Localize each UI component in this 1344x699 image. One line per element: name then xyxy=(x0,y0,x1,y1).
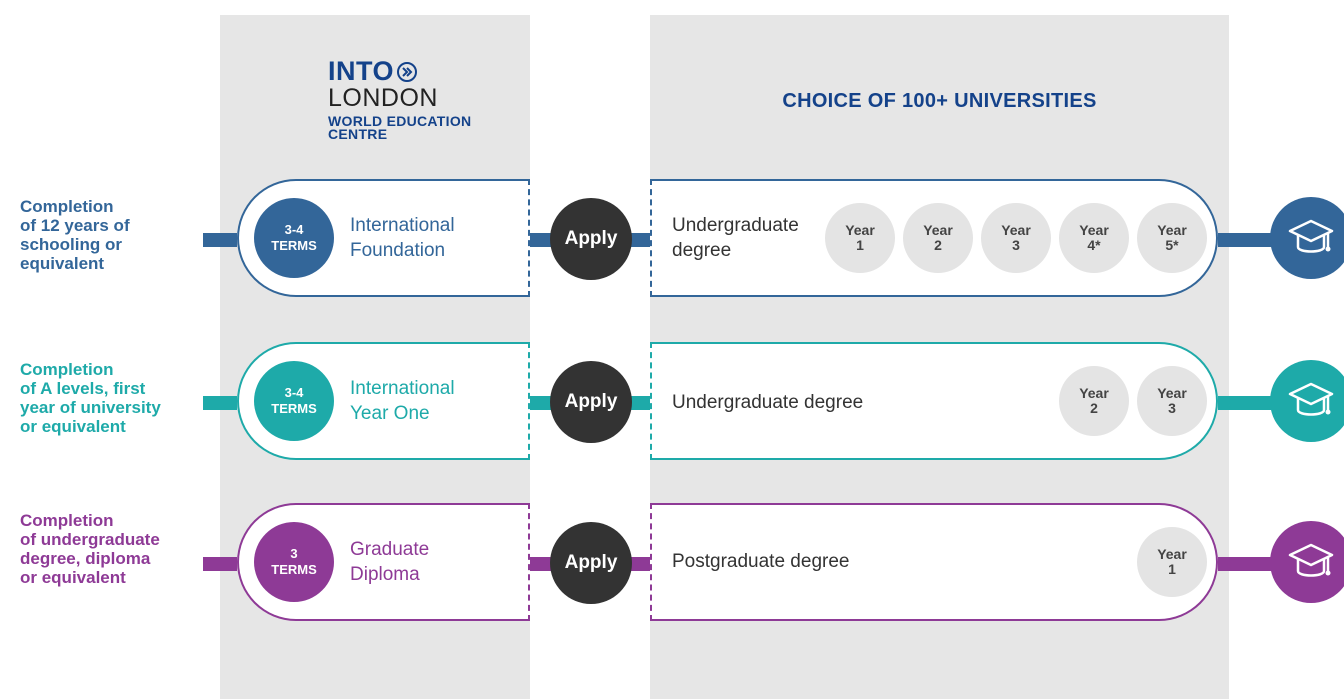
year-number: 5* xyxy=(1165,237,1179,253)
requirement-line: or equivalent xyxy=(20,568,126,587)
graduation-cap-icon xyxy=(1270,360,1344,442)
pathway-row-foundation: Completion of 12 years of schooling or e… xyxy=(0,179,1344,301)
year-label: Year xyxy=(1157,222,1187,238)
terms-label: TERMS xyxy=(271,562,317,577)
logo-sub-line1: WORLD EDUCATION xyxy=(328,113,472,129)
entry-requirement: Completion of A levels, first year of un… xyxy=(20,360,200,436)
pathway-row-year-one: Completion of A levels, first year of un… xyxy=(0,342,1344,464)
into-london-logo: INTO LONDON WORLD EDUCATION CENTRE xyxy=(328,56,472,142)
connector-line xyxy=(530,396,552,410)
year-label: Year xyxy=(845,222,875,238)
requirement-line: equivalent xyxy=(20,254,105,273)
connector-line xyxy=(1218,396,1272,410)
connector-line xyxy=(1218,233,1272,247)
connector-line xyxy=(203,233,237,247)
connector-line xyxy=(630,557,652,571)
degree-pill xyxy=(650,503,1218,621)
degree-name: Undergraduate degree xyxy=(672,390,863,415)
year-number: 1 xyxy=(1168,561,1176,577)
pathway-row-graduate-diploma: Completion of undergraduate degree, dipl… xyxy=(0,503,1344,625)
logo-sub-line2: CENTRE xyxy=(328,126,388,142)
program-line: Graduate xyxy=(350,539,430,560)
terms-badge: 3-4 TERMS xyxy=(254,198,334,278)
requirement-line: of A levels, first xyxy=(20,379,146,398)
requirement-line: Completion xyxy=(20,360,114,379)
year-label: Year xyxy=(1157,546,1187,562)
year-number: 3 xyxy=(1012,237,1020,253)
year-label: Year xyxy=(1079,222,1109,238)
program-name: Graduate Diploma xyxy=(350,537,429,587)
graduation-cap-icon xyxy=(1270,197,1344,279)
connector-line xyxy=(1218,557,1272,571)
requirement-line: Completion xyxy=(20,197,114,216)
program-name: International Year One xyxy=(350,376,455,426)
apply-button[interactable]: Apply xyxy=(550,522,632,604)
terms-label: TERMS xyxy=(271,401,317,416)
connector-line xyxy=(630,396,652,410)
requirement-line: of 12 years of xyxy=(20,216,130,235)
connector-line xyxy=(530,233,552,247)
degree-name: Postgraduate degree xyxy=(672,549,849,574)
terms-value: 3-4 xyxy=(284,385,304,400)
apply-button[interactable]: Apply xyxy=(550,198,632,280)
degree-line: Undergraduate degree xyxy=(672,392,864,413)
requirement-line: Completion xyxy=(20,511,114,530)
connector-line xyxy=(530,557,552,571)
logo-city: LONDON xyxy=(328,84,438,112)
year-label: Year xyxy=(1079,385,1109,401)
program-name: International Foundation xyxy=(350,213,455,263)
requirement-line: of undergraduate xyxy=(20,530,160,549)
program-line: Year One xyxy=(350,403,430,424)
connector-line xyxy=(203,557,237,571)
logo-sub: WORLD EDUCATION CENTRE xyxy=(328,113,472,142)
graduation-cap-icon xyxy=(1270,521,1344,603)
entry-requirement: Completion of undergraduate degree, dipl… xyxy=(20,511,200,587)
year-label: Year xyxy=(1001,222,1031,238)
terms-value: 3-4 xyxy=(284,222,304,237)
requirement-line: year of university xyxy=(20,398,161,417)
connector-line xyxy=(203,396,237,410)
connector-line xyxy=(630,233,652,247)
year-label: Year xyxy=(1157,385,1187,401)
choice-title: CHOICE OF 100+ UNIVERSITIES xyxy=(782,90,1097,112)
double-chevron-icon xyxy=(397,61,418,82)
year-number: 4* xyxy=(1087,237,1101,253)
terms-badge: 3-4 TERMS xyxy=(254,361,334,441)
requirement-line: schooling or xyxy=(20,235,122,254)
year-number: 2 xyxy=(1090,400,1098,416)
requirement-line: degree, diploma xyxy=(20,549,151,568)
requirement-line: or equivalent xyxy=(20,417,126,436)
terms-label: TERMS xyxy=(271,238,317,253)
apply-button[interactable]: Apply xyxy=(550,361,632,443)
program-line: Foundation xyxy=(350,240,446,261)
logo-brand: INTO xyxy=(328,56,395,86)
year-number: 3 xyxy=(1168,400,1176,416)
year-number: 2 xyxy=(934,237,942,253)
entry-requirement: Completion of 12 years of schooling or e… xyxy=(20,197,200,273)
terms-badge: 3 TERMS xyxy=(254,522,334,602)
program-line: International xyxy=(350,215,455,236)
year-number: 1 xyxy=(856,237,864,253)
terms-value: 3 xyxy=(290,546,298,561)
degree-name: Undergraduate degree xyxy=(672,213,799,263)
degree-line: Undergraduate xyxy=(672,215,799,236)
year-label: Year xyxy=(923,222,953,238)
degree-line: Postgraduate degree xyxy=(672,551,850,572)
program-line: International xyxy=(350,378,455,399)
degree-line: degree xyxy=(672,240,732,261)
program-line: Diploma xyxy=(350,564,420,585)
